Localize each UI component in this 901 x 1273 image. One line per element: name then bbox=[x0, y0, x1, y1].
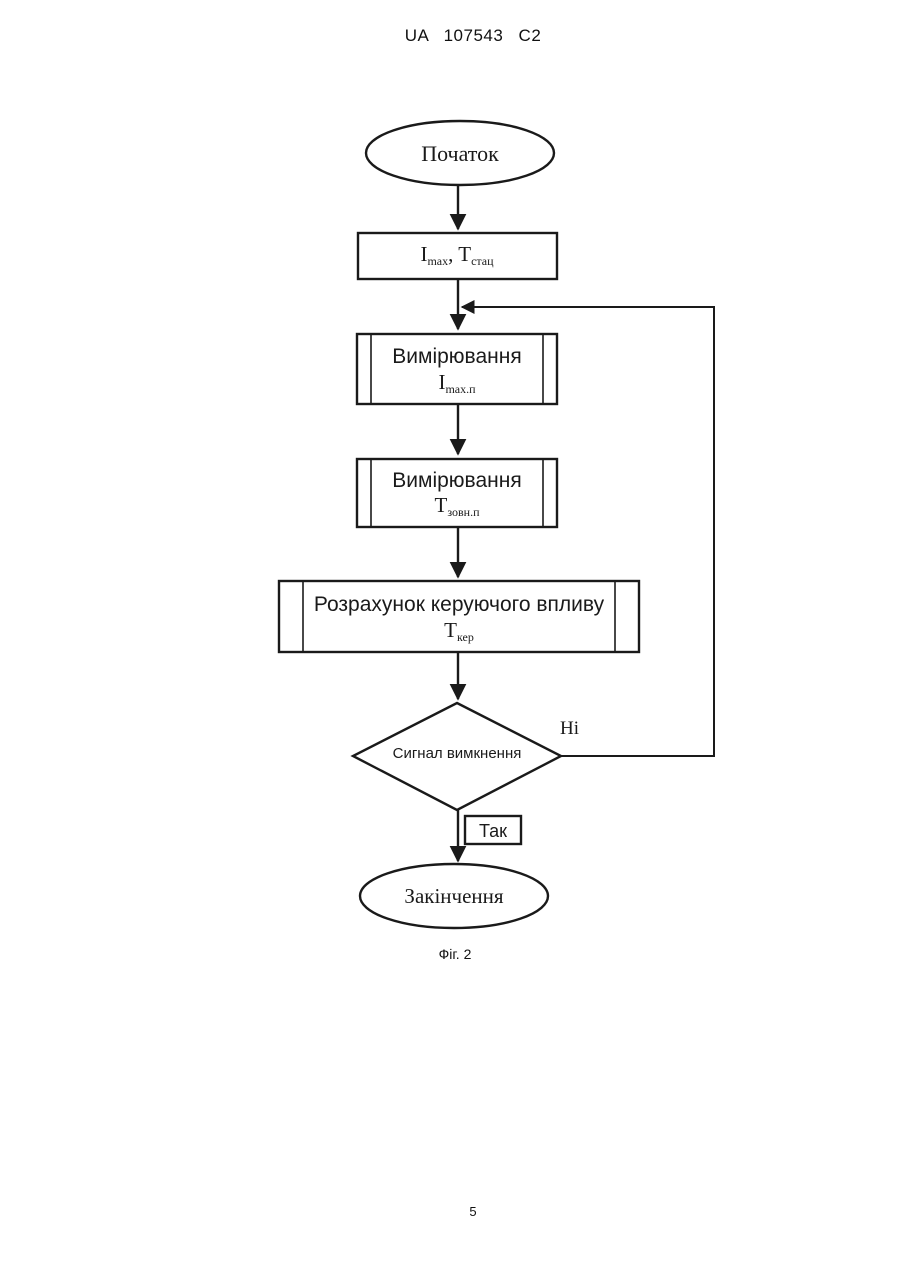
end-label: Закінчення bbox=[404, 884, 503, 908]
measure-current-symbol: I bbox=[438, 370, 445, 394]
measure-current-process: Вимірювання Imax.п bbox=[357, 334, 557, 404]
start-label: Початок bbox=[421, 141, 499, 166]
measure-current-title: Вимірювання bbox=[392, 345, 521, 368]
input-symbol-temperature: T bbox=[458, 242, 471, 266]
measure-temperature-title: Вимірювання bbox=[392, 469, 521, 492]
calculation-subscript: кер bbox=[457, 630, 474, 644]
calculation-process: Розрахунок керуючого впливу Tкер bbox=[279, 581, 639, 652]
decision-no-label: Ні bbox=[560, 718, 579, 739]
decision-diamond: Сигнал вимкнення bbox=[353, 703, 561, 810]
input-subscript-max: max bbox=[427, 254, 448, 268]
measure-temperature-process: Вимірювання Tзовн.п bbox=[357, 459, 557, 527]
page-number: 5 bbox=[0, 1204, 901, 1219]
calculation-symbol: T bbox=[444, 618, 457, 642]
input-symbol-current: I bbox=[420, 242, 427, 266]
measure-temperature-subscript: зовн.п bbox=[447, 505, 480, 519]
decision-yes-tag: Так bbox=[465, 816, 521, 844]
decision-yes-label: Так bbox=[479, 821, 507, 841]
decision-question: Сигнал вимкнення bbox=[393, 745, 522, 762]
input-block: Imax, Tстац bbox=[358, 233, 557, 279]
measure-temperature-symbol: T bbox=[434, 493, 447, 517]
input-subscript-stat: стац bbox=[471, 254, 494, 268]
calculation-title: Розрахунок керуючого впливу bbox=[314, 593, 605, 616]
start-terminator: Початок bbox=[366, 121, 554, 185]
input-separator: , bbox=[448, 242, 458, 266]
figure-caption: Фіг. 2 bbox=[407, 946, 503, 962]
end-terminator: Закінчення bbox=[360, 864, 548, 928]
measure-current-subscript: max.п bbox=[445, 382, 476, 396]
